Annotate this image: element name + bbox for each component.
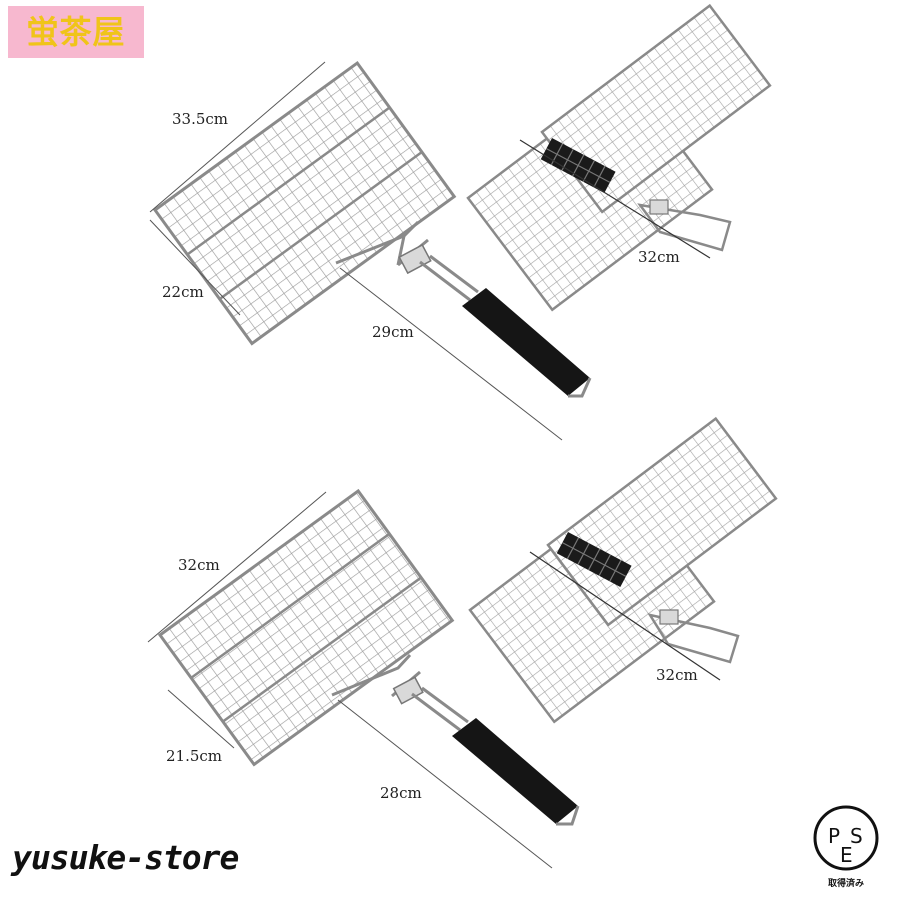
dimension-label-top-edge: 32cm: [178, 556, 220, 574]
grill-basket-flat-icon: [147, 488, 580, 869]
dimension-label-left-edge: 21.5cm: [166, 747, 223, 765]
grill-basket-folded-icon: [466, 3, 772, 312]
pse-letter-e: E: [840, 843, 853, 867]
dimension-label-side-view: 32cm: [638, 248, 680, 266]
grill-basket-flat-icon: [149, 60, 592, 441]
dimension-label-handle: 28cm: [380, 784, 422, 802]
dimension-label-handle: 29cm: [372, 323, 414, 341]
shop-logo: 蛍茶屋: [8, 6, 144, 58]
pse-letter-p: P: [828, 824, 840, 848]
pse-diamond-icon: P S E: [813, 805, 879, 871]
pse-caption: 取得済み: [827, 879, 864, 889]
dimension-label-side-view: 32cm: [656, 666, 698, 684]
grill-basket-folded-icon: [468, 416, 778, 724]
pse-letter-s: S: [850, 824, 863, 848]
dimension-label-left-edge: 22cm: [162, 283, 204, 301]
pse-mark-icon: P S E 取得済み: [806, 800, 886, 895]
store-watermark: yusuke-store: [12, 838, 239, 877]
dimension-label-top-edge: 33.5cm: [172, 110, 229, 128]
